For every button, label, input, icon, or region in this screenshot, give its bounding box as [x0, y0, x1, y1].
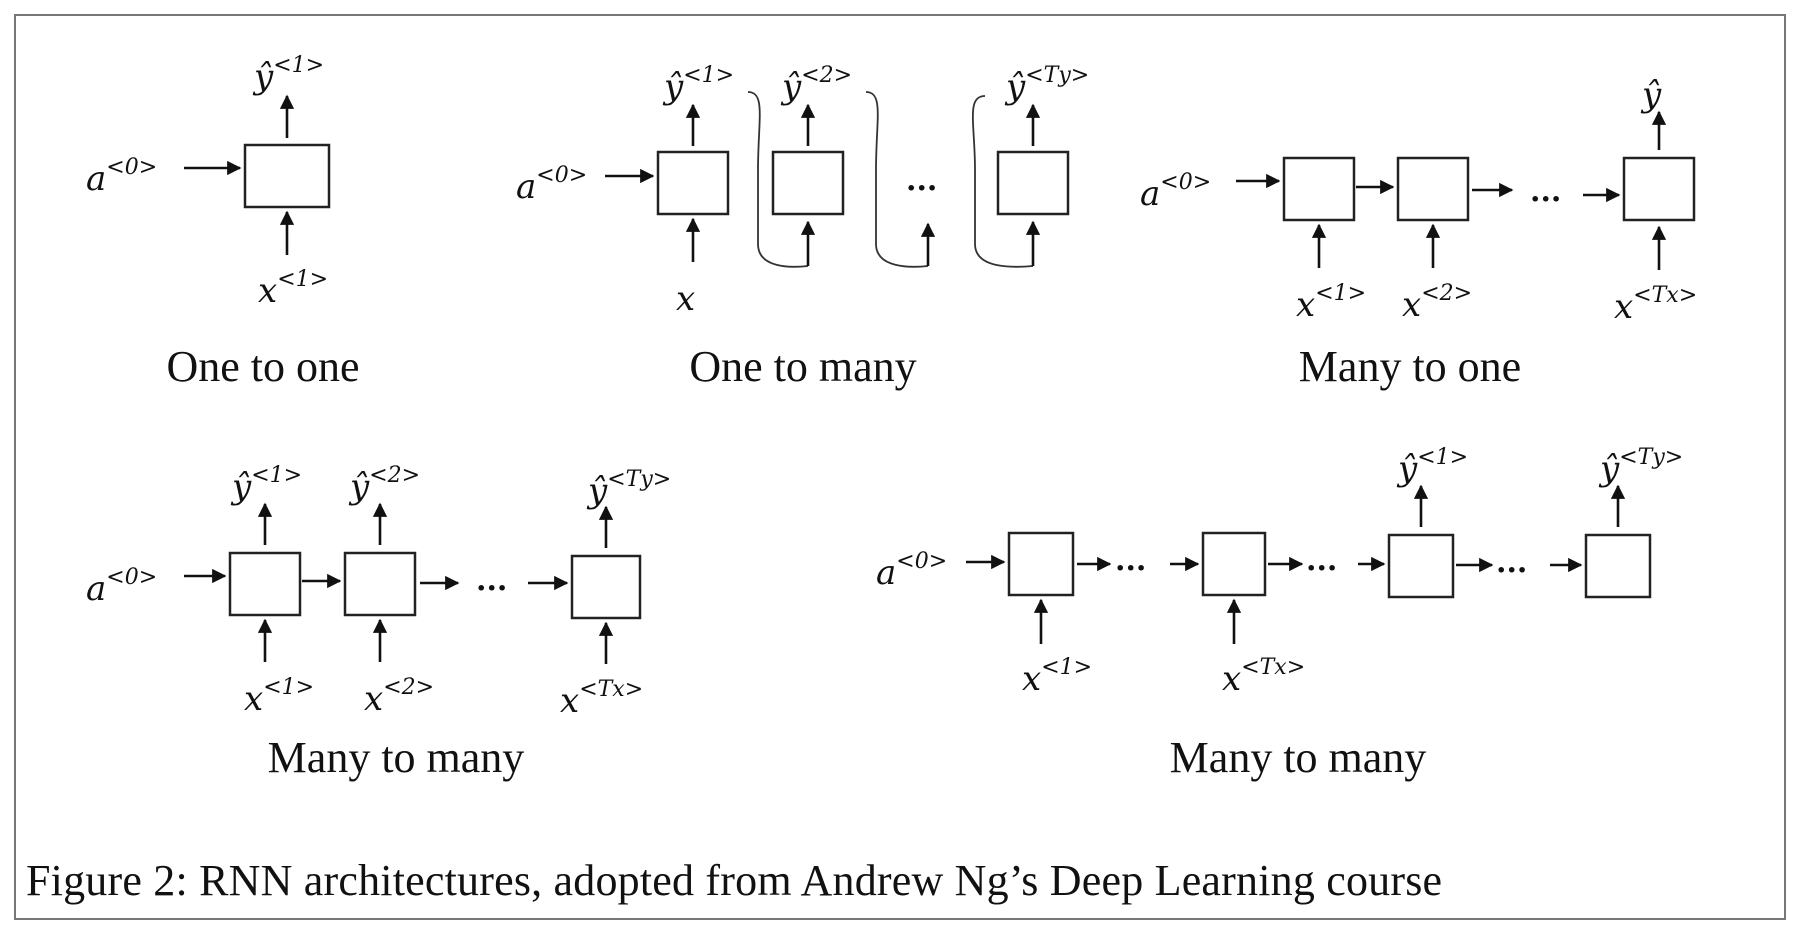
panel-title: One to many — [689, 342, 916, 391]
panel-many-to-many-encoder-decoder: ··· ··· ··· a<0> x<1> x<Tx> ŷ<1> ŷ<Ty> M… — [876, 445, 1683, 782]
input-label: x<Tx> — [1222, 655, 1305, 699]
panel-title: Many to many — [1170, 733, 1427, 782]
output-label: ŷ<2> — [348, 463, 420, 507]
activation-label: a<0> — [86, 565, 157, 609]
input-label: x<2> — [1402, 281, 1472, 325]
output-label: ŷ<1> — [662, 63, 734, 107]
panel-title: Many to one — [1299, 342, 1521, 391]
panel-many-to-one: ··· a<0> x<1> x<2> x<Tx> ŷ Many to one — [1140, 75, 1697, 391]
rnn-cell — [1007, 531, 1075, 597]
activation-label: a<0> — [516, 163, 587, 207]
input-label: x<2> — [364, 675, 434, 719]
rnn-cell — [243, 143, 331, 209]
rnn-cell — [1622, 156, 1696, 222]
rnn-cell — [343, 551, 417, 617]
rnn-cell — [570, 554, 642, 620]
input-label: x<Tx> — [560, 677, 643, 721]
activation-label: a<0> — [1140, 170, 1211, 214]
panel-title: Many to many — [268, 733, 525, 782]
rnn-cell — [996, 150, 1070, 216]
rnn-cell — [1387, 533, 1455, 599]
panel-one-to-one: a<0> x<1> ŷ<1> One to one — [86, 53, 360, 391]
output-label: ŷ<Ty> — [1598, 445, 1683, 489]
panel-title: One to one — [166, 342, 359, 391]
ellipsis: ··· — [1530, 182, 1561, 217]
ellipsis: ··· — [1306, 551, 1337, 586]
rnn-cell — [656, 150, 730, 216]
input-label: x<1> — [1296, 281, 1366, 325]
output-label: ŷ<Ty> — [586, 467, 671, 511]
activation-label: a<0> — [876, 549, 947, 593]
ellipsis: ··· — [476, 571, 507, 606]
input-label: x<1> — [258, 267, 328, 311]
output-label: ŷ<2> — [780, 63, 852, 107]
rnn-cell — [1282, 156, 1356, 222]
rnn-architectures-diagram: a<0> x<1> ŷ<1> One to one ··· a<0> x ŷ<1… — [86, 53, 1697, 782]
rnn-cell — [1201, 531, 1267, 597]
ellipsis: ··· — [1115, 551, 1146, 586]
output-label: ŷ<1> — [230, 463, 302, 507]
feedback-loop — [865, 91, 929, 268]
output-label: ŷ — [1640, 75, 1662, 115]
input-label: x<1> — [1022, 655, 1092, 699]
rnn-cell — [1584, 533, 1652, 599]
panel-many-to-many-synced: ··· a<0> x<1> x<2> x<Tx> ŷ<1> ŷ<2> ŷ<Ty>… — [86, 463, 671, 782]
output-label: ŷ<1> — [1396, 445, 1468, 489]
input-label: x<Tx> — [1614, 283, 1697, 327]
output-label: ŷ<Ty> — [1004, 63, 1089, 107]
input-label: x<1> — [244, 675, 314, 719]
rnn-cell — [1396, 156, 1470, 222]
figure-caption: Figure 2: RNN architectures, adopted fro… — [26, 856, 1443, 905]
output-label: ŷ<1> — [252, 53, 324, 97]
rnn-cell — [771, 150, 845, 216]
rnn-cell — [228, 551, 302, 617]
feedback-loop — [971, 95, 1034, 268]
feedback-loop — [747, 91, 809, 268]
panel-one-to-many: ··· a<0> x ŷ<1> ŷ<2> ŷ<Ty> One to many — [516, 63, 1089, 391]
ellipsis: ··· — [1496, 553, 1527, 588]
ellipsis: ··· — [906, 171, 937, 206]
input-label: x — [676, 279, 695, 319]
activation-label: a<0> — [86, 155, 157, 199]
